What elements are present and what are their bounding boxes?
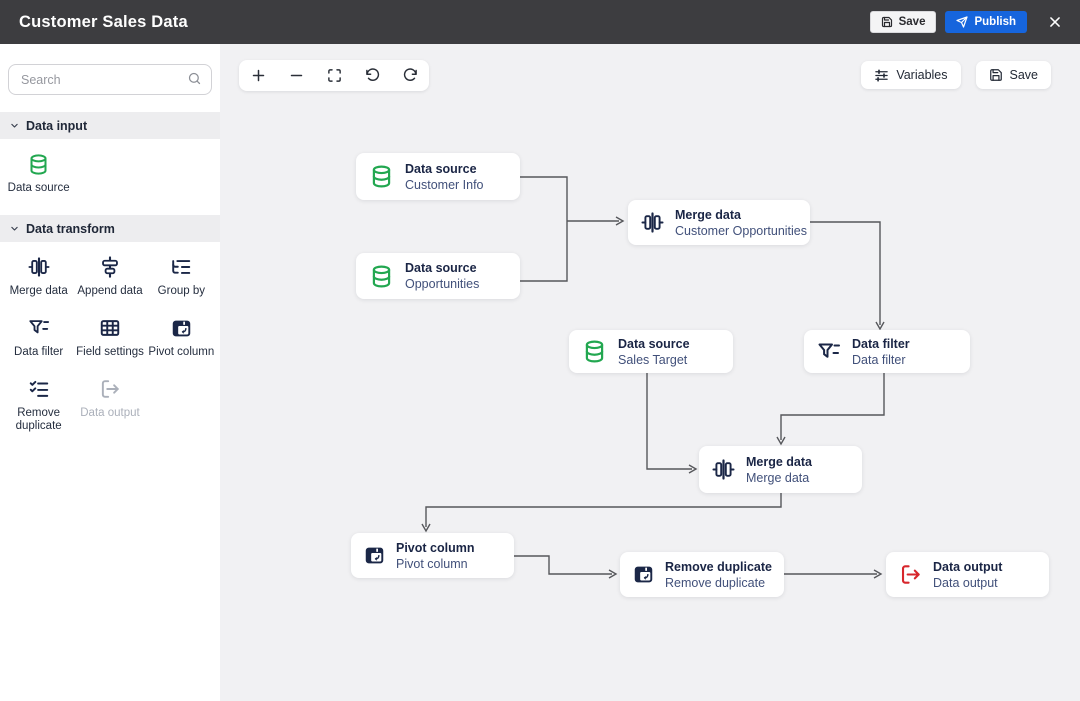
search-input[interactable] [8, 64, 212, 95]
merge-icon [641, 211, 664, 234]
node-data-filter[interactable]: Data filter Data filter [804, 330, 970, 373]
window-arrow-icon [171, 317, 192, 339]
sidebar-item-field-settings[interactable]: Field settings [74, 317, 145, 359]
node-data-source-sales-target[interactable]: Data source Sales Target [569, 330, 733, 373]
node-subtitle: Sales Target [618, 352, 688, 367]
append-icon [99, 256, 121, 278]
node-subtitle: Remove duplicate [665, 575, 766, 590]
zoom-out-icon[interactable] [282, 62, 310, 90]
chevron-down-icon [10, 224, 19, 233]
sidebar-item-data-source[interactable]: Data source [3, 153, 74, 195]
canvas-save-button[interactable]: Save [975, 61, 1051, 89]
close-icon[interactable] [1044, 11, 1066, 33]
save-icon [881, 16, 893, 28]
merge-icon [712, 458, 735, 481]
canvas-toolbar [239, 60, 429, 91]
sidebar-item-append-data[interactable]: Append data [74, 256, 145, 298]
fit-screen-icon[interactable] [320, 62, 348, 90]
database-icon [27, 153, 50, 175]
list-checks-icon [28, 378, 50, 400]
node-subtitle: Opportunities [405, 277, 480, 291]
node-merge-data[interactable]: Merge data Merge data [699, 446, 862, 493]
filter-icon [817, 340, 841, 364]
variables-button-label: Variables [896, 68, 948, 82]
node-title: Data source [405, 261, 477, 275]
node-data-source-customer-info[interactable]: Data source Customer Info [356, 153, 520, 200]
database-icon [369, 264, 394, 289]
sliders-icon [874, 68, 889, 83]
send-icon [956, 16, 969, 28]
undo-icon[interactable] [358, 62, 386, 90]
node-merge-customer-opportunities[interactable]: Merge data Customer Opportunities [628, 200, 810, 245]
sidebar-item-label: Group by [157, 285, 205, 297]
sidebar-item-data-output[interactable]: Data output [74, 378, 145, 433]
publish-button-label: Publish [974, 16, 1016, 28]
edge-layer [421, 176, 885, 579]
search-icon [187, 71, 202, 86]
sidebar-item-group-by[interactable]: Group by [146, 256, 217, 298]
node-title: Data source [405, 161, 477, 176]
node-subtitle: Customer Opportunities [675, 223, 808, 238]
list-tree-icon [170, 256, 192, 278]
chevron-down-icon [10, 121, 19, 130]
save-icon [989, 68, 1003, 82]
page-title: Customer Sales Data [19, 12, 188, 31]
flow-canvas[interactable]: Variables Save Data source Customer Info… [220, 44, 1080, 701]
sidebar-item-label: Data output [80, 407, 140, 419]
merge-icon [28, 256, 50, 278]
sidebar-item-data-filter[interactable]: Data filter [3, 317, 74, 359]
sidebar-item-label: Field settings [76, 346, 144, 358]
save-button[interactable]: Save [869, 11, 937, 33]
node-subtitle: Data output [933, 575, 998, 590]
sidebar-section-data-input[interactable]: Data input [0, 112, 220, 139]
sidebar: Data input Data source Data transform Me… [0, 44, 220, 701]
node-pivot-column[interactable]: Pivot column Pivot column [351, 533, 514, 578]
app-header: Customer Sales Data Save Publish [0, 0, 1080, 44]
database-icon [369, 164, 394, 189]
database-icon [582, 339, 607, 364]
sidebar-item-pivot-column[interactable]: Pivot column [146, 317, 217, 359]
publish-button[interactable]: Publish [945, 11, 1027, 33]
zoom-in-icon[interactable] [244, 62, 272, 90]
sidebar-item-label: Merge data [9, 285, 68, 297]
node-subtitle: Merge data [746, 470, 810, 485]
sidebar-item-label: Data source [7, 182, 70, 194]
window-arrow-icon [633, 564, 654, 585]
sidebar-item-merge-data[interactable]: Merge data [3, 256, 74, 298]
node-data-output[interactable]: Data output Data output [886, 552, 1049, 597]
window-arrow-icon [364, 545, 385, 566]
section-label: Data input [26, 118, 88, 133]
node-title: Data output [933, 559, 1003, 574]
node-subtitle: Pivot column [396, 556, 468, 571]
node-remove-duplicate[interactable]: Remove duplicate Remove duplicate [620, 552, 784, 597]
node-title: Merge data [675, 207, 741, 222]
sidebar-item-label: Pivot column [148, 346, 215, 358]
variables-button[interactable]: Variables [861, 61, 961, 89]
node-title: Merge data [746, 454, 812, 469]
sidebar-item-remove-duplicate[interactable]: Remove duplicate [3, 378, 74, 433]
sidebar-item-label: Remove duplicate [15, 407, 62, 432]
sidebar-section-data-transform[interactable]: Data transform [0, 215, 220, 242]
log-out-icon [899, 563, 922, 586]
node-title: Pivot column [396, 540, 475, 555]
node-title: Data filter [852, 336, 910, 351]
node-subtitle: Customer Info [405, 177, 484, 192]
filter-icon [28, 317, 50, 339]
node-title: Data source [618, 336, 690, 351]
sidebar-item-label: Append data [77, 285, 143, 297]
sidebar-item-label: Data filter [14, 346, 64, 358]
node-subtitle: Data filter [852, 352, 906, 367]
node-title: Remove duplicate [665, 559, 772, 574]
section-label: Data transform [26, 221, 115, 236]
canvas-save-button-label: Save [1009, 68, 1039, 82]
save-button-label: Save [898, 16, 926, 28]
log-out-icon [99, 378, 121, 400]
table-grid-icon [99, 317, 121, 339]
redo-icon[interactable] [396, 62, 424, 90]
node-data-source-opportunities[interactable]: Data source Opportunities [356, 253, 520, 299]
